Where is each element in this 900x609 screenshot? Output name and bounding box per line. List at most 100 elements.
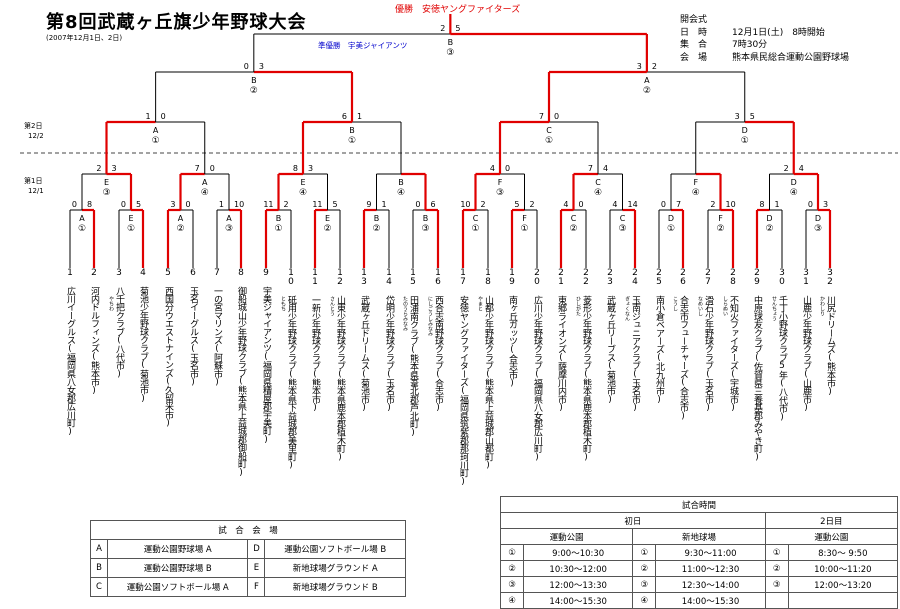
team-28: 28 不知火ファイターズ(宇城市)しらぬい — [722, 268, 738, 412]
r1-game-15-score-right: 1 — [775, 200, 780, 209]
r1-game-8-venue: B — [423, 214, 429, 223]
r1-game-3-slot: ② — [176, 224, 184, 234]
r3-game-2-slot: ① — [348, 136, 356, 146]
r1-game-10-score-right: 2 — [530, 200, 535, 209]
team-label: 30 千丁小野球クラブ5年(八代市) — [777, 268, 787, 422]
team-13: 13 武蔵ヶ丘ドリームス(菊池市) — [359, 268, 369, 412]
opening-key: 集 合 — [680, 40, 708, 50]
team-label: 27 滑石少年野球クラブ(玉名市) — [703, 268, 713, 413]
time: 10:30～12:00 — [522, 560, 634, 577]
team-8: 8 御船城山少年野球クラブ(熊本県上益城郡御船町) — [236, 268, 246, 477]
venue-heading: 試 合 会 場 — [90, 520, 406, 540]
team-label: 7 一の宮マリンズ(阿蘇市) — [212, 268, 222, 387]
r1-game-8-score-left: 0 — [415, 200, 420, 209]
r2-game-3-slot: ④ — [299, 188, 307, 198]
r3-game-2-score-right: 1 — [357, 112, 362, 121]
team-16: 16 西合志南野球クラブ(合志市)にしごうしみなみ — [427, 268, 443, 412]
r1-game-11-venue: C — [571, 214, 577, 223]
r1-game-7-slot: ② — [372, 224, 380, 234]
slot: ④ — [500, 592, 524, 609]
team-ruby: なめいし — [697, 296, 703, 316]
venue-name: 運動公園ソフトボール場 A — [106, 577, 249, 597]
schedule-row: ① 9:00～10:30 ① 9:30～11:00 ① 8:30～ 9:50 — [500, 544, 899, 561]
r2-game-1-venue: E — [104, 178, 109, 187]
team-29: 29 中原球友クラブ(佐賀県三養基郡みやき町) — [752, 268, 762, 462]
r2-game-2-score-left: 7 — [195, 164, 200, 173]
r1-game-7-score-right: 1 — [382, 200, 387, 209]
r2-game-3-venue: E — [300, 178, 305, 187]
team-label: 14 岱明少年野球クラブ(玉名市) — [384, 268, 394, 413]
opening-heading: 開会式 — [680, 15, 708, 25]
team-3: 3 八千把クラブ(八代市)やちわ — [108, 268, 124, 379]
r3-game-1-score-right: 0 — [161, 112, 166, 121]
schedule-day1: 初日 — [500, 512, 766, 529]
r3-game-3-score-left: 7 — [539, 112, 544, 121]
r1-game-14-slot: ② — [716, 224, 724, 234]
r1-game-14-score-right: 10 — [726, 200, 736, 209]
r2-game-1-score-left: 2 — [96, 164, 101, 173]
r3-game-2-venue: B — [349, 126, 355, 135]
venue-name: 新地球場グラウンド A — [264, 558, 406, 578]
team-ruby: こうし — [672, 296, 678, 311]
team-18: 18 山都少年野球クラブ(熊本県上益城郡山都町)やまと — [477, 268, 493, 470]
runner-up-label: 準優勝 宇美ジャイアンツ — [318, 41, 408, 50]
schedule-row: ④ 14:00～15:30 ④ 14:00～15:30 — [500, 592, 899, 609]
r2-game-4-slot: ④ — [397, 188, 405, 198]
team-ruby: ぎょくなん — [624, 296, 630, 321]
r2-game-3-score-left: 8 — [293, 164, 298, 173]
team-24: 24 玉南ジュニアクラブ(玉名市)ぎょくなん — [624, 268, 640, 412]
final-game-score-right: 5 — [455, 24, 460, 33]
day1-label: 第1日 12/1 — [24, 176, 44, 196]
time: 10:00～11:20 — [787, 560, 899, 577]
r2-game-8-slot: ④ — [790, 188, 798, 198]
venue-table: 試 合 会 場 A 運動公園野球場 A D 運動公園ソフトボール場 B B 運動… — [90, 520, 406, 597]
team-12: 12 山東少年野球クラブ(熊本県鹿本郡植木町)さんとう — [329, 268, 345, 462]
team-ruby: にしごうしみなみ — [427, 296, 433, 336]
r1-game-11-score-left: 4 — [563, 200, 568, 209]
final-game-score-left: 2 — [440, 24, 445, 33]
day1-date: 12/1 — [28, 187, 44, 195]
schedule-table: 試合時間 初日 2日目 運動公園 新地球場 運動公園 ① 9:00～10:30 … — [499, 496, 899, 609]
r1-game-15-venue: D — [766, 214, 772, 223]
slot: ④ — [632, 592, 657, 609]
team-label: 17 安徳ヤングファイターズ(福岡県筑紫郡那珂川町) — [458, 268, 468, 487]
r4-game-1-slot: ② — [250, 86, 258, 96]
day2-date: 12/2 — [28, 132, 44, 140]
r1-game-1-score-left: 0 — [72, 200, 77, 209]
r3-game-4-score-right: 5 — [750, 112, 755, 121]
venue-code: E — [247, 558, 266, 578]
day2-label: 第2日 12/2 — [24, 121, 44, 141]
r1-game-9-score-right: 2 — [481, 200, 486, 209]
r4-game-2-score-right: 2 — [652, 62, 657, 71]
slot: ② — [632, 560, 657, 577]
team-25: 25 南小倉ベアーズ(北九州市) — [654, 268, 664, 404]
r1-game-12-score-left: 4 — [612, 200, 617, 209]
team-label: 23 武蔵ヶ丘リーブス(菊池市) — [605, 268, 615, 405]
opening-row-time: 日 時 12月1日(土) 8時開始 — [680, 27, 849, 40]
time: 12:00～13:20 — [787, 576, 899, 593]
team-label: 25 南小倉ベアーズ(北九州市) — [654, 268, 664, 405]
team-27: 27 滑石少年野球クラブ(玉名市)なめいし — [697, 268, 713, 413]
r3-game-1-venue: A — [153, 126, 159, 135]
schedule-venue-a: 運動公園 — [499, 528, 634, 545]
time — [787, 592, 899, 609]
r2-game-8-venue: D — [791, 178, 797, 187]
r1-game-8-slot: ③ — [421, 224, 429, 234]
venue-name: 運動公園野球場 A — [106, 539, 249, 559]
r3-game-4-slot: ① — [741, 136, 749, 146]
team-10: 10 砥用少年野球クラブ(熊本県下益城郡美里町)ともち — [280, 268, 296, 470]
team-label: 12 山東少年野球クラブ(熊本県鹿本郡植木町) — [335, 268, 345, 462]
venue-name: 運動公園ソフトボール場 B — [264, 539, 406, 559]
r1-game-1-venue: A — [79, 214, 85, 223]
team-11: 11 一新少年野球クラブ(熊本市) — [310, 268, 320, 412]
r2-game-5-score-right: 0 — [505, 164, 510, 173]
r1-game-12-venue: C — [620, 214, 626, 223]
schedule-heading: 試合時間 — [500, 496, 898, 513]
team-32: 32 川尻ドリームズ(熊本市)かわしり — [819, 268, 835, 396]
r1-game-2-venue: E — [128, 214, 133, 223]
team-label: 20 広川少年野球クラブ(福岡県八女郡広川町) — [532, 268, 542, 462]
r1-game-6-score-right: 5 — [333, 200, 338, 209]
team-21: 21 東郷ライオンズ(薩摩川内市) — [556, 268, 566, 412]
time: 8:30～ 9:50 — [787, 544, 899, 561]
